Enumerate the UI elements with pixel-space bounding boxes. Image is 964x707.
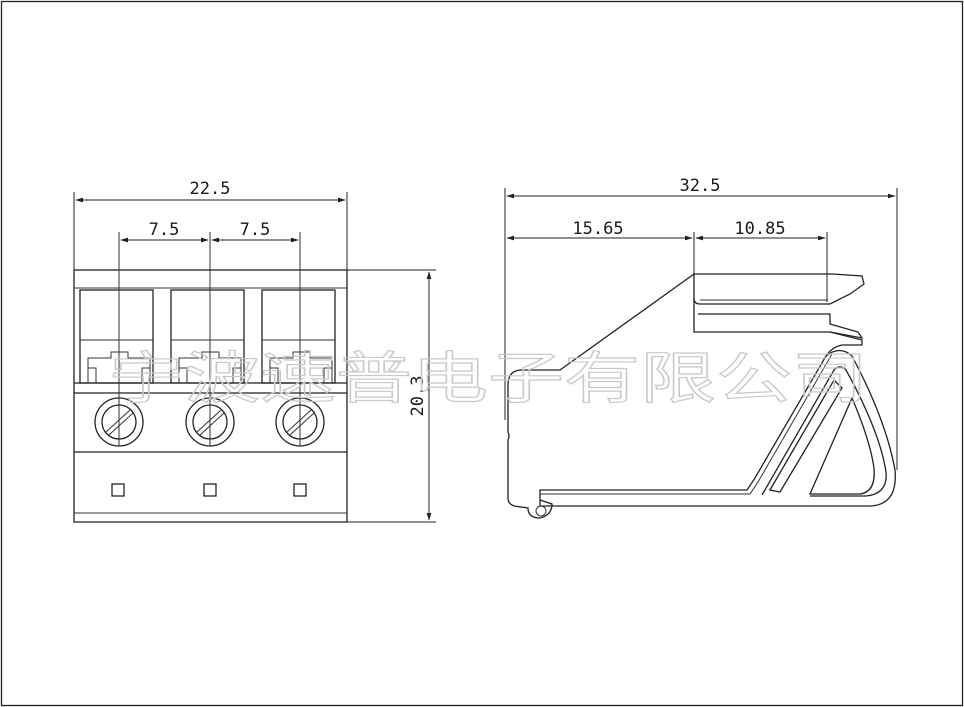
pin-hole	[535, 505, 547, 517]
front-view: 22.5 7.5 7.5 20.3	[73, 179, 436, 523]
test-hole-3	[293, 483, 307, 497]
seg-right-label: 10.85	[734, 219, 785, 239]
side-body-outline	[507, 272, 863, 519]
wire-entry-1	[79, 289, 154, 384]
test-hole-1	[111, 483, 125, 497]
seg-left-label: 15.65	[572, 219, 623, 239]
pitch-right-label: 7.5	[240, 220, 271, 240]
clamp-lever	[539, 349, 896, 507]
side-view: 32.5 15.65 10.85	[504, 176, 898, 519]
release-latch	[693, 273, 865, 305]
company-watermark: 宁波速普电子有限公司	[108, 347, 868, 412]
pitch-left-label: 7.5	[149, 220, 180, 240]
test-hole-2	[203, 483, 217, 497]
side-length-label: 32.5	[680, 176, 721, 196]
front-height-label: 20.3	[408, 376, 428, 417]
front-width-label: 22.5	[190, 179, 231, 199]
wire-entry-3	[261, 289, 336, 384]
